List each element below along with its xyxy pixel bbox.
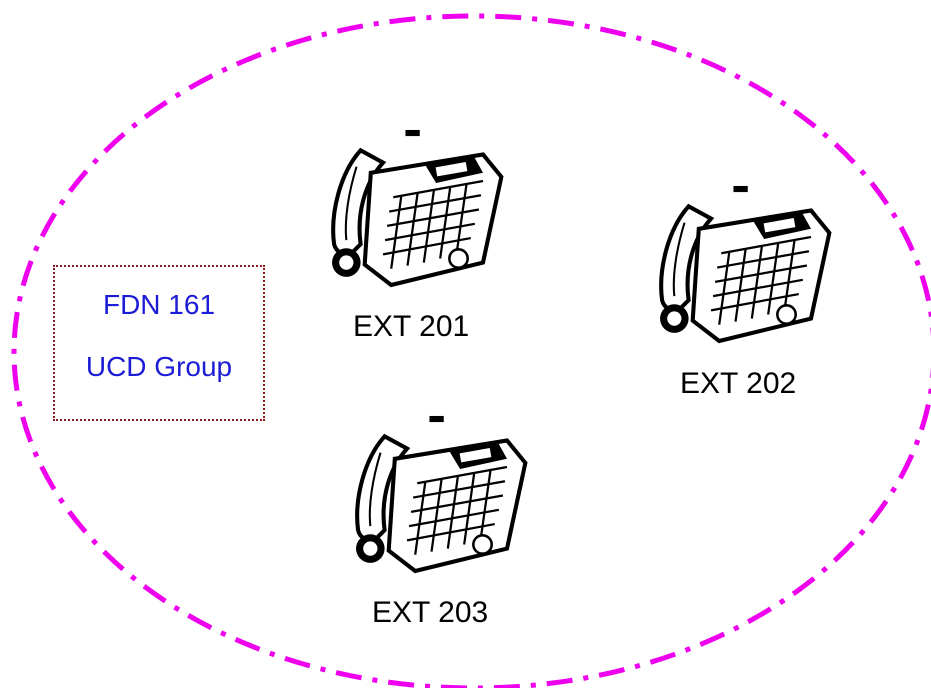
telephone-icon (356, 416, 525, 571)
extension-label: EXT 203 (372, 596, 489, 629)
group-boundary (11, 13, 931, 688)
group-name-label: UCD Group (85, 351, 233, 382)
group-fdn-label: FDN 161 (102, 289, 216, 320)
telephone-icon (332, 130, 501, 285)
extension-label: EXT 201 (353, 310, 470, 343)
ucd-group-box: FDN 161 UCD Group (53, 265, 265, 421)
telephone-icon (660, 186, 829, 341)
extension-label: EXT 202 (680, 367, 797, 400)
